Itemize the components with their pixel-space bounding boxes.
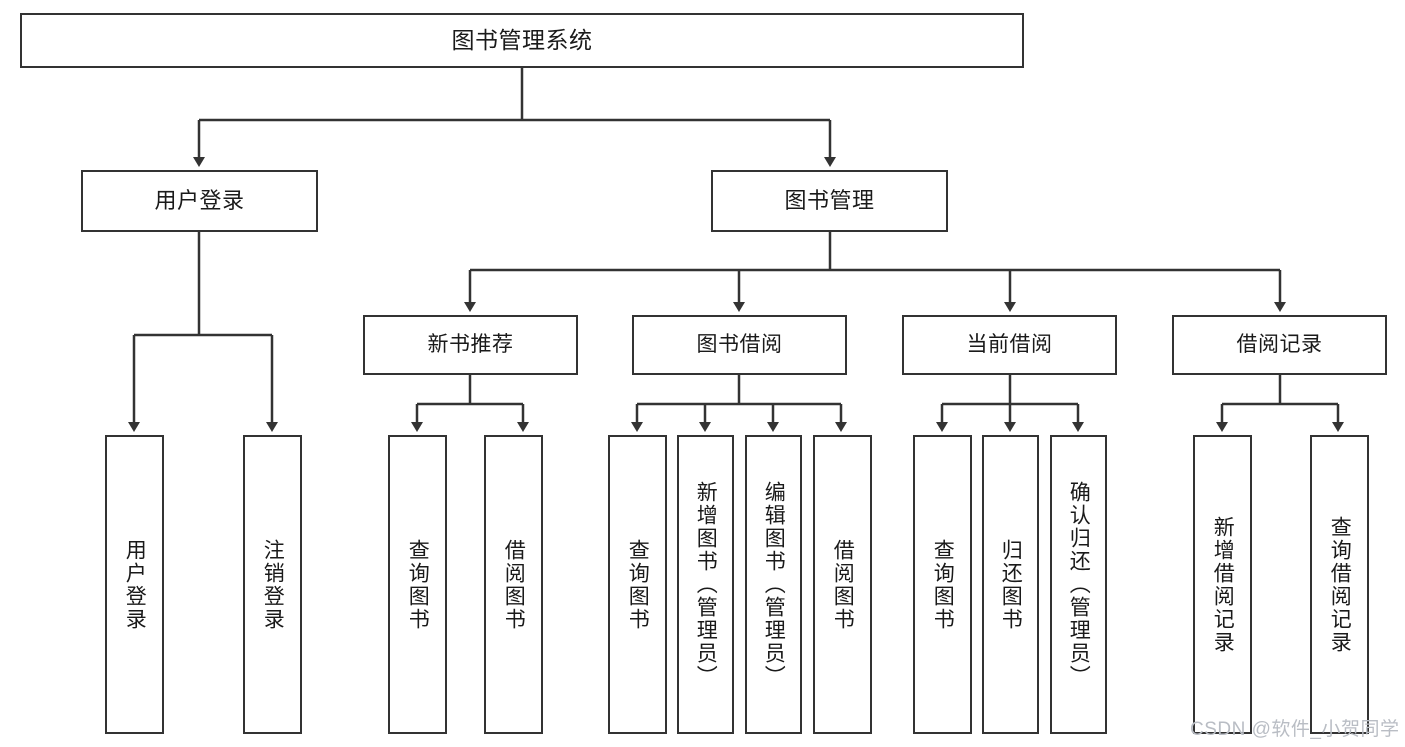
- node-label: 注销登录: [261, 538, 285, 631]
- leaf-edit-book-admin[interactable]: 编辑图书（管理员）: [745, 435, 802, 734]
- node-label: 编辑图书（管理员）: [762, 481, 786, 688]
- csdn-watermark: CSDN @软件_小贺同学: [1190, 719, 1400, 740]
- node-label: 借阅记录: [1236, 332, 1323, 356]
- node-label: 确认归还（管理员）: [1067, 481, 1091, 688]
- node-book-borrow[interactable]: 图书借阅: [632, 315, 847, 375]
- node-borrow-record[interactable]: 借阅记录: [1172, 315, 1387, 375]
- node-label: 借阅图书: [502, 538, 526, 631]
- node-label: 新书推荐: [427, 332, 514, 356]
- leaf-borrow-book-recommend[interactable]: 借阅图书: [484, 435, 543, 734]
- node-label: 图书管理系统: [451, 26, 593, 53]
- node-label: 用户登录: [154, 188, 245, 214]
- leaf-query-book-recommend[interactable]: 查询图书: [388, 435, 447, 734]
- node-root-system[interactable]: 图书管理系统: [20, 13, 1024, 68]
- node-new-book-recommend[interactable]: 新书推荐: [363, 315, 578, 375]
- leaf-add-borrow-record[interactable]: 新增借阅记录: [1193, 435, 1252, 734]
- leaf-add-book-admin[interactable]: 新增图书（管理员）: [677, 435, 734, 734]
- node-label: 借阅图书: [831, 538, 855, 631]
- leaf-borrow-book[interactable]: 借阅图书: [813, 435, 872, 734]
- leaf-query-borrow-record[interactable]: 查询借阅记录: [1310, 435, 1369, 734]
- leaf-confirm-return-admin[interactable]: 确认归还（管理员）: [1050, 435, 1107, 734]
- node-label: 查询图书: [931, 538, 955, 631]
- node-book-management[interactable]: 图书管理: [711, 170, 948, 232]
- node-current-borrow[interactable]: 当前借阅: [902, 315, 1117, 375]
- node-label: 查询图书: [406, 538, 430, 631]
- node-label: 图书管理: [784, 188, 875, 214]
- node-user-login[interactable]: 用户登录: [81, 170, 318, 232]
- node-label: 当前借阅: [966, 332, 1053, 356]
- node-label: 新增图书（管理员）: [694, 481, 718, 688]
- node-label: 用户登录: [123, 538, 147, 631]
- node-label: 查询借阅记录: [1328, 515, 1352, 654]
- node-label: 图书借阅: [696, 332, 783, 356]
- leaf-return-book[interactable]: 归还图书: [982, 435, 1039, 734]
- node-label: 归还图书: [999, 538, 1023, 631]
- leaf-query-book-current[interactable]: 查询图书: [913, 435, 972, 734]
- leaf-user-login[interactable]: 用户登录: [105, 435, 164, 734]
- leaf-query-book-borrow[interactable]: 查询图书: [608, 435, 667, 734]
- node-label: 查询图书: [626, 538, 650, 631]
- leaf-logout[interactable]: 注销登录: [243, 435, 302, 734]
- node-label: 新增借阅记录: [1211, 515, 1235, 654]
